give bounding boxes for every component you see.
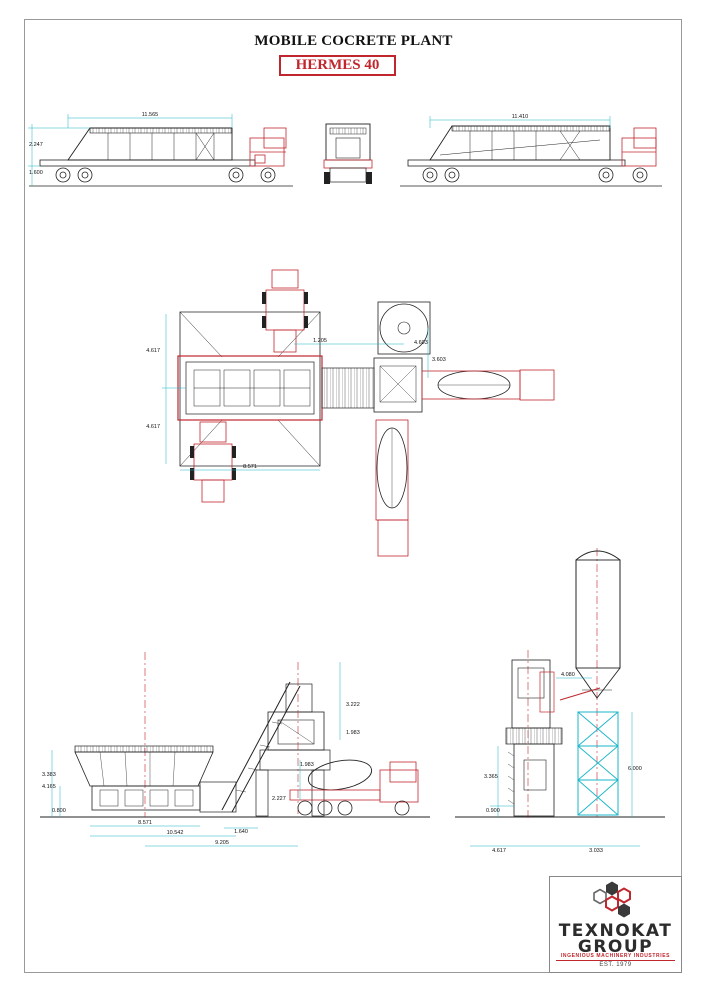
- dim-top-left-height: 2.247: [29, 142, 43, 148]
- drawing-title: MOBILE COCRETE PLANT: [254, 33, 453, 49]
- dim-plan-bin-upper: 4.617: [146, 348, 160, 354]
- dim-plan-bin-width: 8.571: [243, 464, 257, 470]
- company-established: EST. 1979: [599, 962, 632, 968]
- dim-plan-silo-gap: 3.603: [432, 357, 446, 363]
- dim-top-left-length: 11.565: [142, 112, 158, 118]
- dim-top-right-length: 11.410: [512, 114, 528, 120]
- transport-side-view-left: 11.565 2.247 1.600: [28, 112, 293, 187]
- transport-side-view-right: 11.410: [400, 114, 662, 187]
- dim-end-silo-top: 4.080: [561, 672, 575, 678]
- brand-line-1: TEXNOKAT: [558, 921, 673, 941]
- dim-side-overall: 9.205: [215, 840, 229, 846]
- drawing-border: [24, 19, 682, 973]
- side-elevation-view: 3.383 4.165 0.800 3.222 1.983 1.983 2.22…: [40, 652, 430, 847]
- dim-end-base: 0.900: [486, 808, 500, 814]
- dim-end-height: 3.365: [484, 774, 498, 780]
- dim-side-skip-height: 3.222: [346, 702, 360, 708]
- dim-side-bin-base: 0.800: [52, 808, 66, 814]
- company-tagline: INGENIOUS MACHINERY INDUSTRIES: [556, 953, 675, 961]
- brand-line-2: GROUP: [577, 937, 654, 957]
- end-elevation-view: 4.080 3.365 6.000 0.900 4.617 3.033: [455, 548, 665, 854]
- dim-plan-silo-dia: 4.603: [414, 340, 428, 346]
- hexagon-logo-icon: [593, 881, 631, 918]
- dim-top-left-wheel: 1.600: [29, 170, 43, 176]
- company-logo-block: TEXNOKAT GROUP INGENIOUS MACHINERY INDUS…: [549, 876, 682, 973]
- company-brand: TEXNOKAT GROUP: [550, 921, 681, 957]
- dim-side-bin-width: 8.571: [138, 820, 152, 826]
- dim-end-width-left: 4.617: [492, 848, 506, 854]
- dim-side-total: 10.542: [167, 830, 184, 836]
- dim-plan-silo-offset: 1.205: [313, 338, 327, 344]
- dim-side-discharge: 2.227: [272, 796, 286, 802]
- dim-side-skip-lower: 1.983: [346, 730, 360, 736]
- dim-side-conv-len: 1.640: [234, 829, 248, 835]
- dim-side-bin-h2: 4.165: [42, 784, 56, 790]
- dim-end-width-right: 3.033: [589, 848, 603, 854]
- model-name-box: HERMES 40: [279, 55, 396, 76]
- dim-side-conv: 1.983: [300, 762, 314, 768]
- dim-plan-bin-lower: 4.617: [146, 424, 160, 430]
- dim-side-bin-h1: 3.383: [42, 772, 56, 778]
- plan-view: 4.617 4.617 8.571 1.205 4.603 3.603: [146, 269, 555, 557]
- dim-end-silo-height: 6.000: [628, 766, 642, 772]
- transport-front-view: [323, 123, 373, 184]
